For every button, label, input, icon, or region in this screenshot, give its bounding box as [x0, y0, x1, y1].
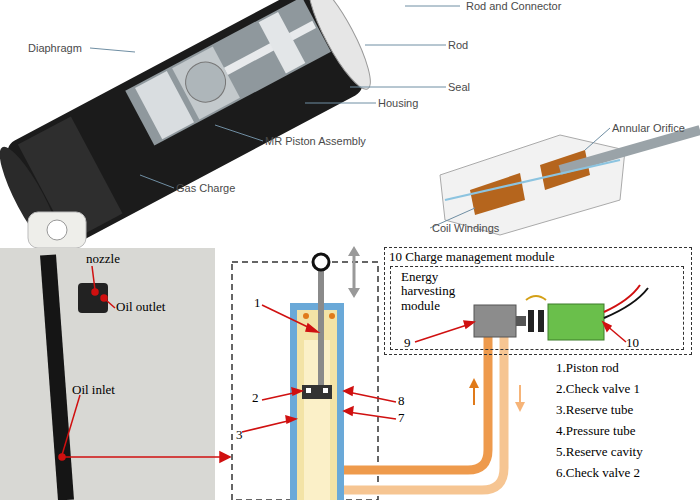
- damper-body: [0, 0, 380, 260]
- oil-pipes: [344, 335, 525, 490]
- part-label: Oil outlet: [116, 300, 165, 314]
- part-label: 6.Check valve 2: [556, 466, 640, 480]
- part-label: Rod and Connector: [466, 0, 561, 12]
- part-label: Seal: [448, 81, 470, 93]
- callout-number: 7: [398, 411, 405, 425]
- module-title: 10 Charge management module: [389, 250, 689, 264]
- part-label: Housing: [378, 97, 418, 109]
- callout-number: 10: [626, 336, 639, 350]
- damper-frame: [232, 262, 378, 500]
- part-label: 1.Piston rod: [556, 361, 619, 375]
- callout-number: 2: [252, 391, 259, 405]
- callout-number: 9: [404, 336, 411, 350]
- part-label: Oil inlet: [72, 383, 115, 397]
- module-box: 10 Charge management moduleEnergy harves…: [384, 247, 692, 355]
- part-label: MR Piston Assembly: [265, 135, 366, 147]
- generator-parts: [474, 285, 648, 340]
- nozzle-block: [78, 283, 108, 313]
- part-label: 4.Pressure tube: [556, 424, 635, 438]
- piston-cutaway: [440, 130, 700, 235]
- part-label: Diaphragm: [28, 42, 82, 54]
- part-label: nozzle: [86, 252, 120, 266]
- part-label: Coil Windings: [432, 222, 499, 234]
- module-box: Energy harvesting module: [390, 266, 684, 350]
- leader-lines: [90, 6, 610, 228]
- callout-number: 8: [398, 394, 405, 408]
- part-label: Annular Orifice: [612, 122, 685, 134]
- callout-number: 1: [254, 296, 261, 310]
- photo-callouts: [59, 266, 230, 462]
- part-label: 5.Reserve cavity: [556, 445, 643, 459]
- part-label: 3.Reserve tube: [556, 403, 633, 417]
- damper-photo: [48, 255, 66, 500]
- damper-schematic: [290, 246, 360, 500]
- eye-connector: [28, 212, 86, 248]
- photo-background: [0, 248, 215, 500]
- part-label: Rod: [448, 39, 468, 51]
- part-label: Gas Charge: [176, 182, 235, 194]
- module-title: Energy harvesting module: [401, 270, 491, 313]
- callout-number: 3: [236, 428, 243, 442]
- part-label: 2.Check valve 1: [556, 382, 640, 396]
